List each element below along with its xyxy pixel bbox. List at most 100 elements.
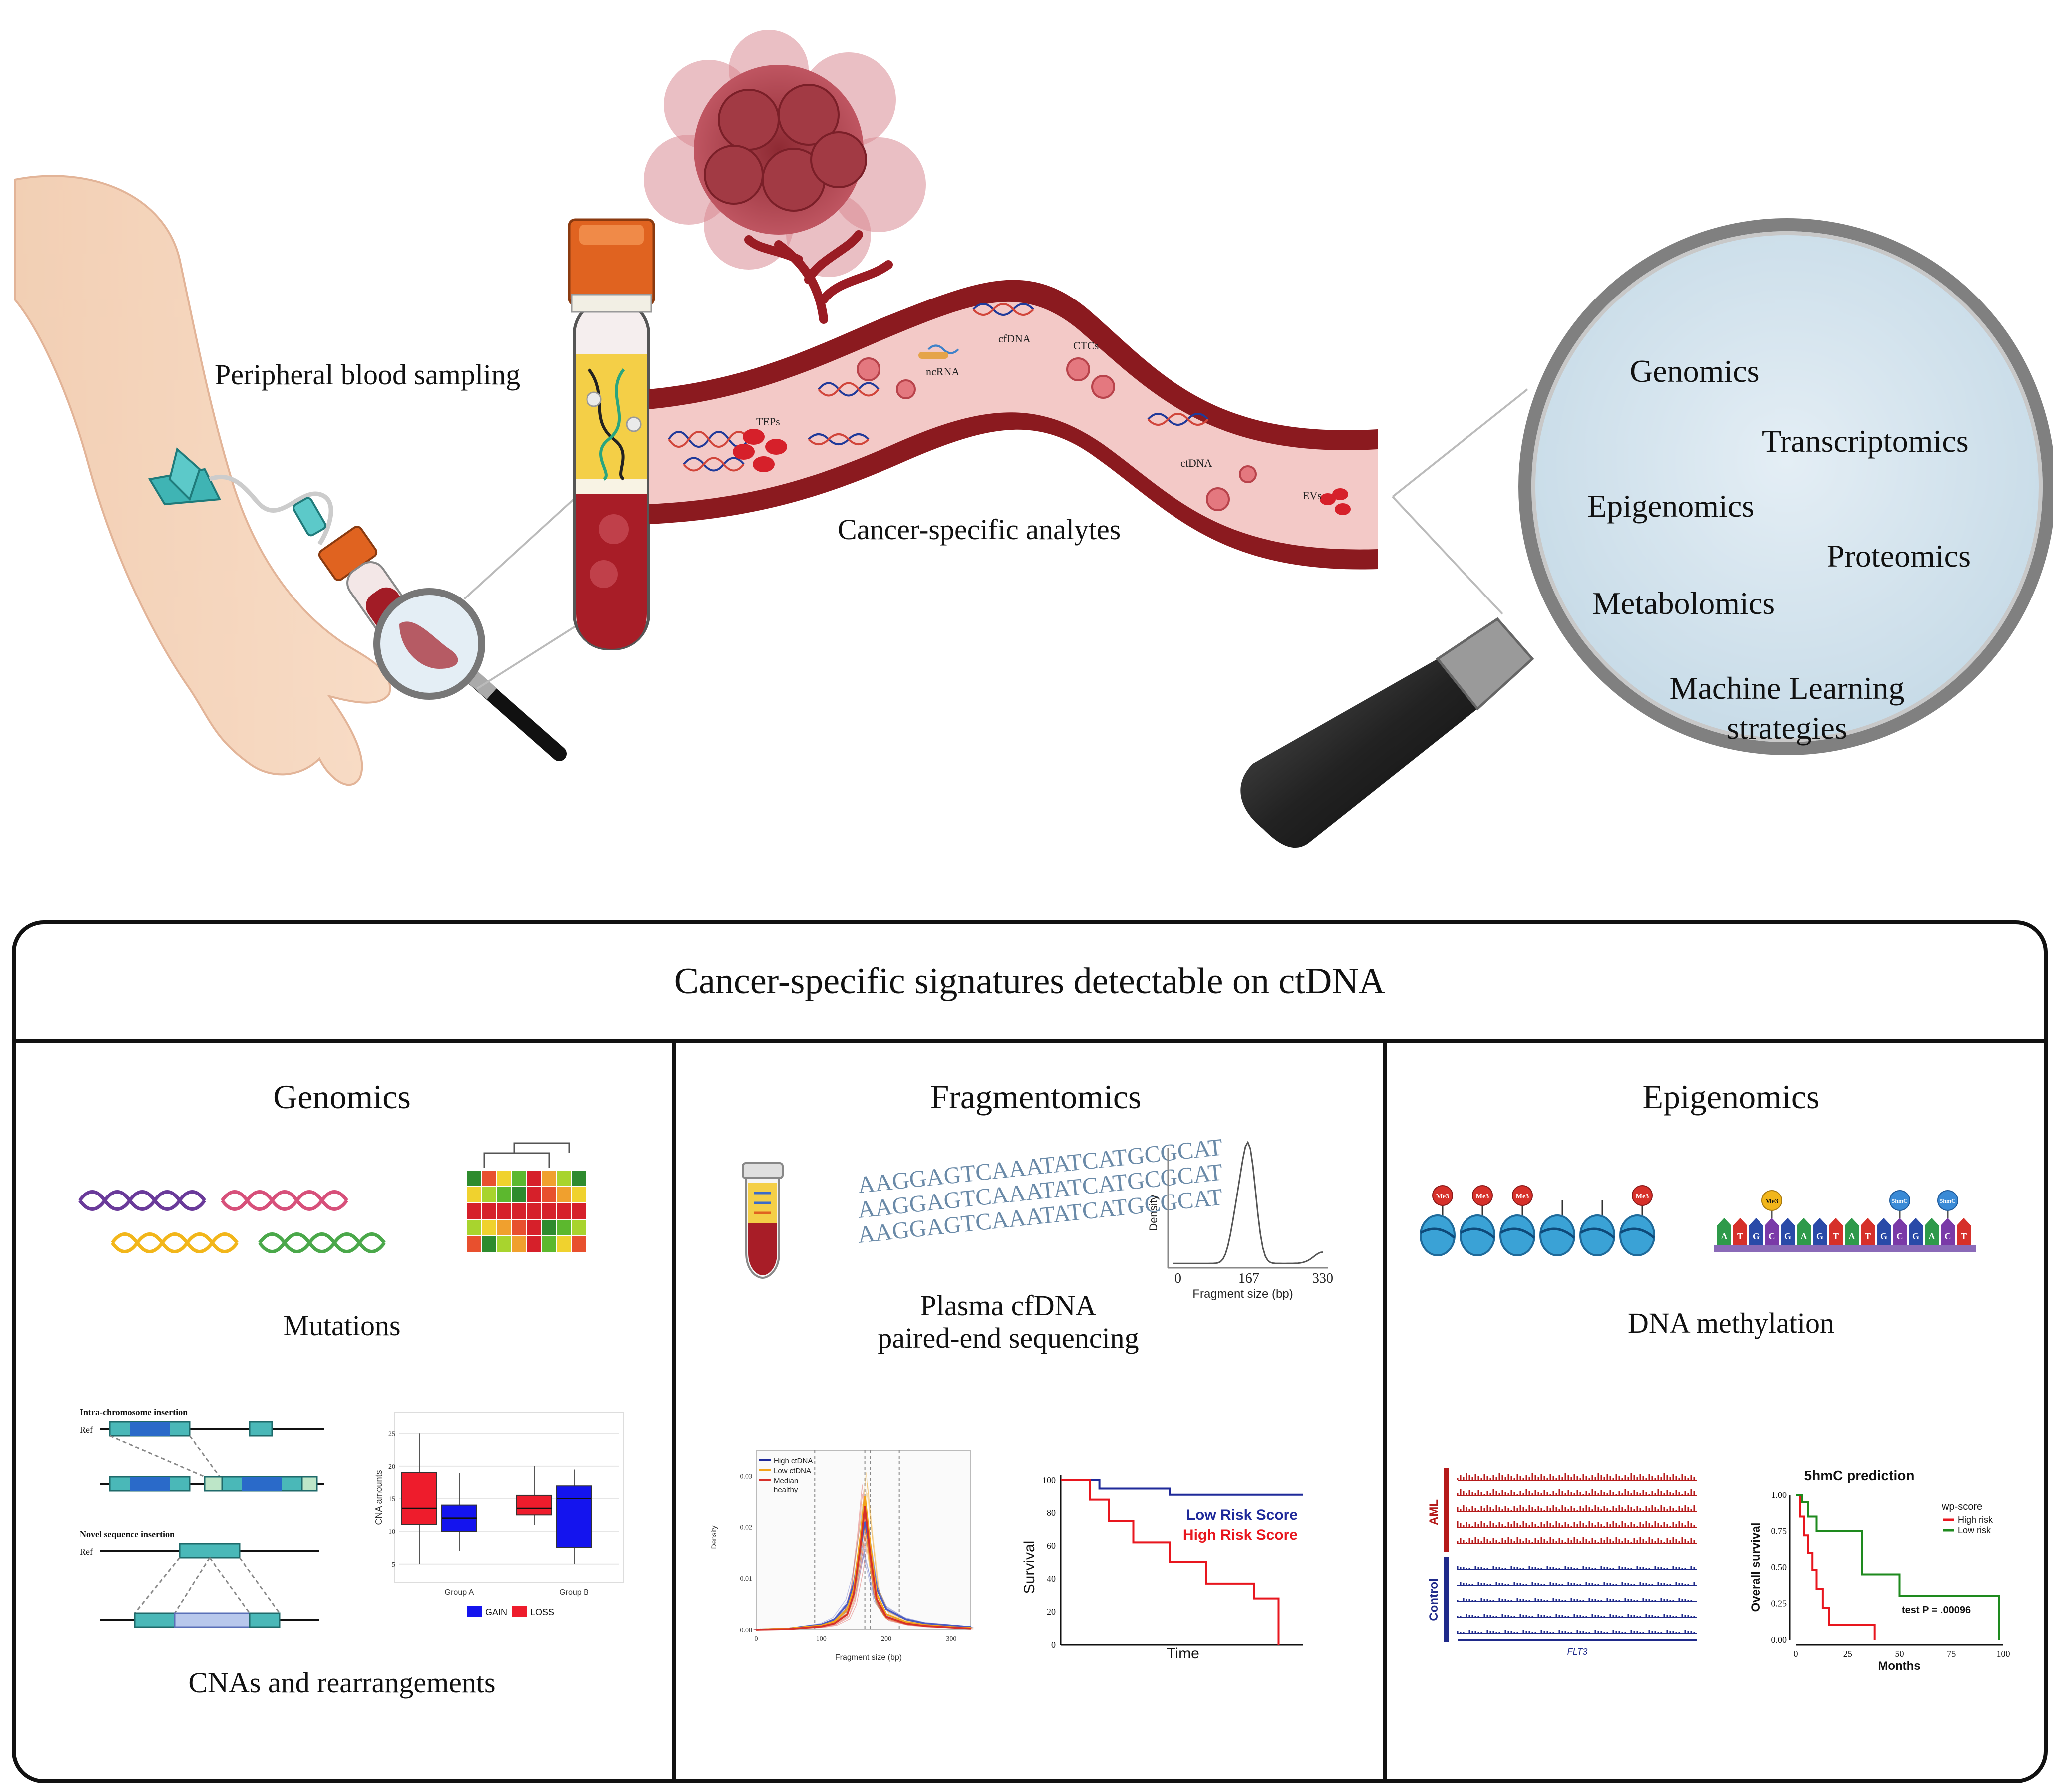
fragment-ylabel: Density <box>710 1526 718 1549</box>
nucleosome <box>1539 1214 1575 1256</box>
sequencing-label-line1: Plasma cfDNA <box>920 1289 1097 1322</box>
km-ytick: 0.25 <box>1771 1599 1787 1609</box>
track-signal <box>1457 1582 1695 1586</box>
nucleosome <box>1499 1214 1535 1256</box>
boxplot-box <box>516 1494 552 1516</box>
fragment-trace <box>759 1543 974 1630</box>
fragment-ytick: 0.03 <box>740 1473 753 1480</box>
nucleotide-base <box>1749 1218 1763 1245</box>
ref-label-1: Ref <box>80 1425 93 1435</box>
nucleotide-base <box>1733 1218 1747 1245</box>
zoom-lines-tube <box>463 493 580 690</box>
me3-label: Me3 <box>1636 1193 1649 1200</box>
boxplot-group-b: Group B <box>559 1588 589 1597</box>
omics-transcriptomics: Transcriptomics <box>1762 423 1969 459</box>
me3-mark <box>1512 1185 1533 1206</box>
km-xtick: 0 <box>1794 1649 1798 1659</box>
heatmap-cell <box>497 1203 511 1219</box>
heatmap-cell <box>557 1203 571 1219</box>
nucleotide-letter: A <box>1929 1231 1935 1241</box>
track-rows <box>1457 1473 1697 1634</box>
survival-xlabel: Time <box>1167 1645 1199 1662</box>
fragment-series-line <box>756 1496 971 1631</box>
nucleotide-letter: A <box>1801 1231 1807 1241</box>
nucleotide-letter: C <box>1897 1231 1903 1241</box>
control-label: Control <box>1427 1578 1441 1621</box>
nucleotide-letter: G <box>1816 1231 1823 1241</box>
nucleosome-dna-wrap <box>1539 1227 1575 1239</box>
fragment-ytick: 0.01 <box>740 1575 753 1583</box>
fragment-lines <box>753 1472 974 1631</box>
km-axes <box>1789 1495 2003 1646</box>
heatmap-cells <box>467 1171 586 1252</box>
boxplot-ytick: 10 <box>388 1528 395 1536</box>
aml-label: AML <box>1427 1499 1441 1525</box>
nucleotide-base <box>1877 1218 1891 1245</box>
me3-base-mark <box>1761 1190 1782 1211</box>
analytes-label: Cancer-specific analytes <box>838 513 1121 546</box>
heatmap-cell <box>482 1203 496 1219</box>
boxplot-ylabel: CNA amounts <box>374 1470 384 1525</box>
nucleosome <box>1619 1214 1655 1256</box>
km-xtick: 25 <box>1843 1649 1852 1659</box>
novel-insertion-title: Novel sequence insertion <box>80 1529 175 1539</box>
nucleosome-dna-wrap <box>1619 1227 1655 1239</box>
vessel-cells <box>733 352 1351 515</box>
mutation-dna-strands <box>78 1190 386 1253</box>
legend-median-line2: healthy <box>774 1486 798 1494</box>
omics-ml-line2: strategies <box>1727 710 1847 746</box>
nucleosome <box>1460 1214 1495 1256</box>
track-signal <box>1457 1614 1695 1618</box>
nucleotide-letter: G <box>1753 1231 1760 1241</box>
track-signal <box>1457 1630 1695 1634</box>
intra-insertion-title: Intra-chromosome insertion <box>80 1407 188 1417</box>
survival-axes <box>1060 1475 1303 1646</box>
blood-vessel <box>649 280 1378 570</box>
gene-label: FLT3 <box>1567 1647 1588 1657</box>
heatmap-cell <box>527 1171 541 1186</box>
hmc-label: 5hmC <box>1940 1197 1955 1204</box>
vessel-labels: TEPs ncRNA cfDNA CTCs ctDNA EVs <box>756 332 1322 502</box>
cnas-label: CNAs and rearrangements <box>188 1666 495 1699</box>
epigenomics-header: Epigenomics <box>1642 1078 1819 1116</box>
boxplot-ytick: 25 <box>388 1430 395 1438</box>
track-signal <box>1457 1537 1695 1544</box>
survival-lines <box>1061 1479 1303 1645</box>
fragment-axes <box>756 1450 971 1630</box>
nucleotide-base <box>1781 1218 1795 1245</box>
legend-low-ctdna: Low ctDNA <box>774 1467 811 1475</box>
km-legend-high: High risk <box>1958 1515 1993 1525</box>
sampling-label: Peripheral blood sampling <box>215 358 520 391</box>
nucleotide-base <box>1941 1218 1955 1245</box>
fragment-xtick: 100 <box>816 1635 827 1643</box>
fragment-plot-area <box>756 1450 971 1630</box>
mini-density-curve <box>1173 1140 1323 1264</box>
heatmap-cell <box>482 1171 496 1186</box>
heatmap-cell <box>557 1236 571 1252</box>
nucleotide-base <box>1893 1218 1907 1245</box>
nucleotide-base <box>1909 1218 1923 1245</box>
me3-label: Me3 <box>1436 1193 1449 1200</box>
boxplot-group-a: Group A <box>445 1588 474 1597</box>
heatmap-cell <box>527 1187 541 1202</box>
fragmentomics-header: Fragmentomics <box>930 1078 1141 1116</box>
survival-ytick: 40 <box>1047 1574 1056 1584</box>
nucleotide-letter: T <box>1961 1231 1967 1241</box>
hmc-mark <box>1937 1190 1958 1211</box>
km-xlabel: Months <box>1878 1659 1920 1673</box>
legend-high-ctdna: High ctDNA <box>774 1457 813 1465</box>
omics-metabolomics: Metabolomics <box>1592 586 1775 621</box>
heatmap-cell <box>497 1236 511 1252</box>
nucleotide-base <box>1829 1218 1843 1245</box>
label-ctcs: CTCs <box>1073 339 1099 352</box>
km-series-line <box>1796 1494 1876 1640</box>
heatmap-cell <box>557 1220 571 1235</box>
nucleotide-base <box>1765 1218 1779 1245</box>
